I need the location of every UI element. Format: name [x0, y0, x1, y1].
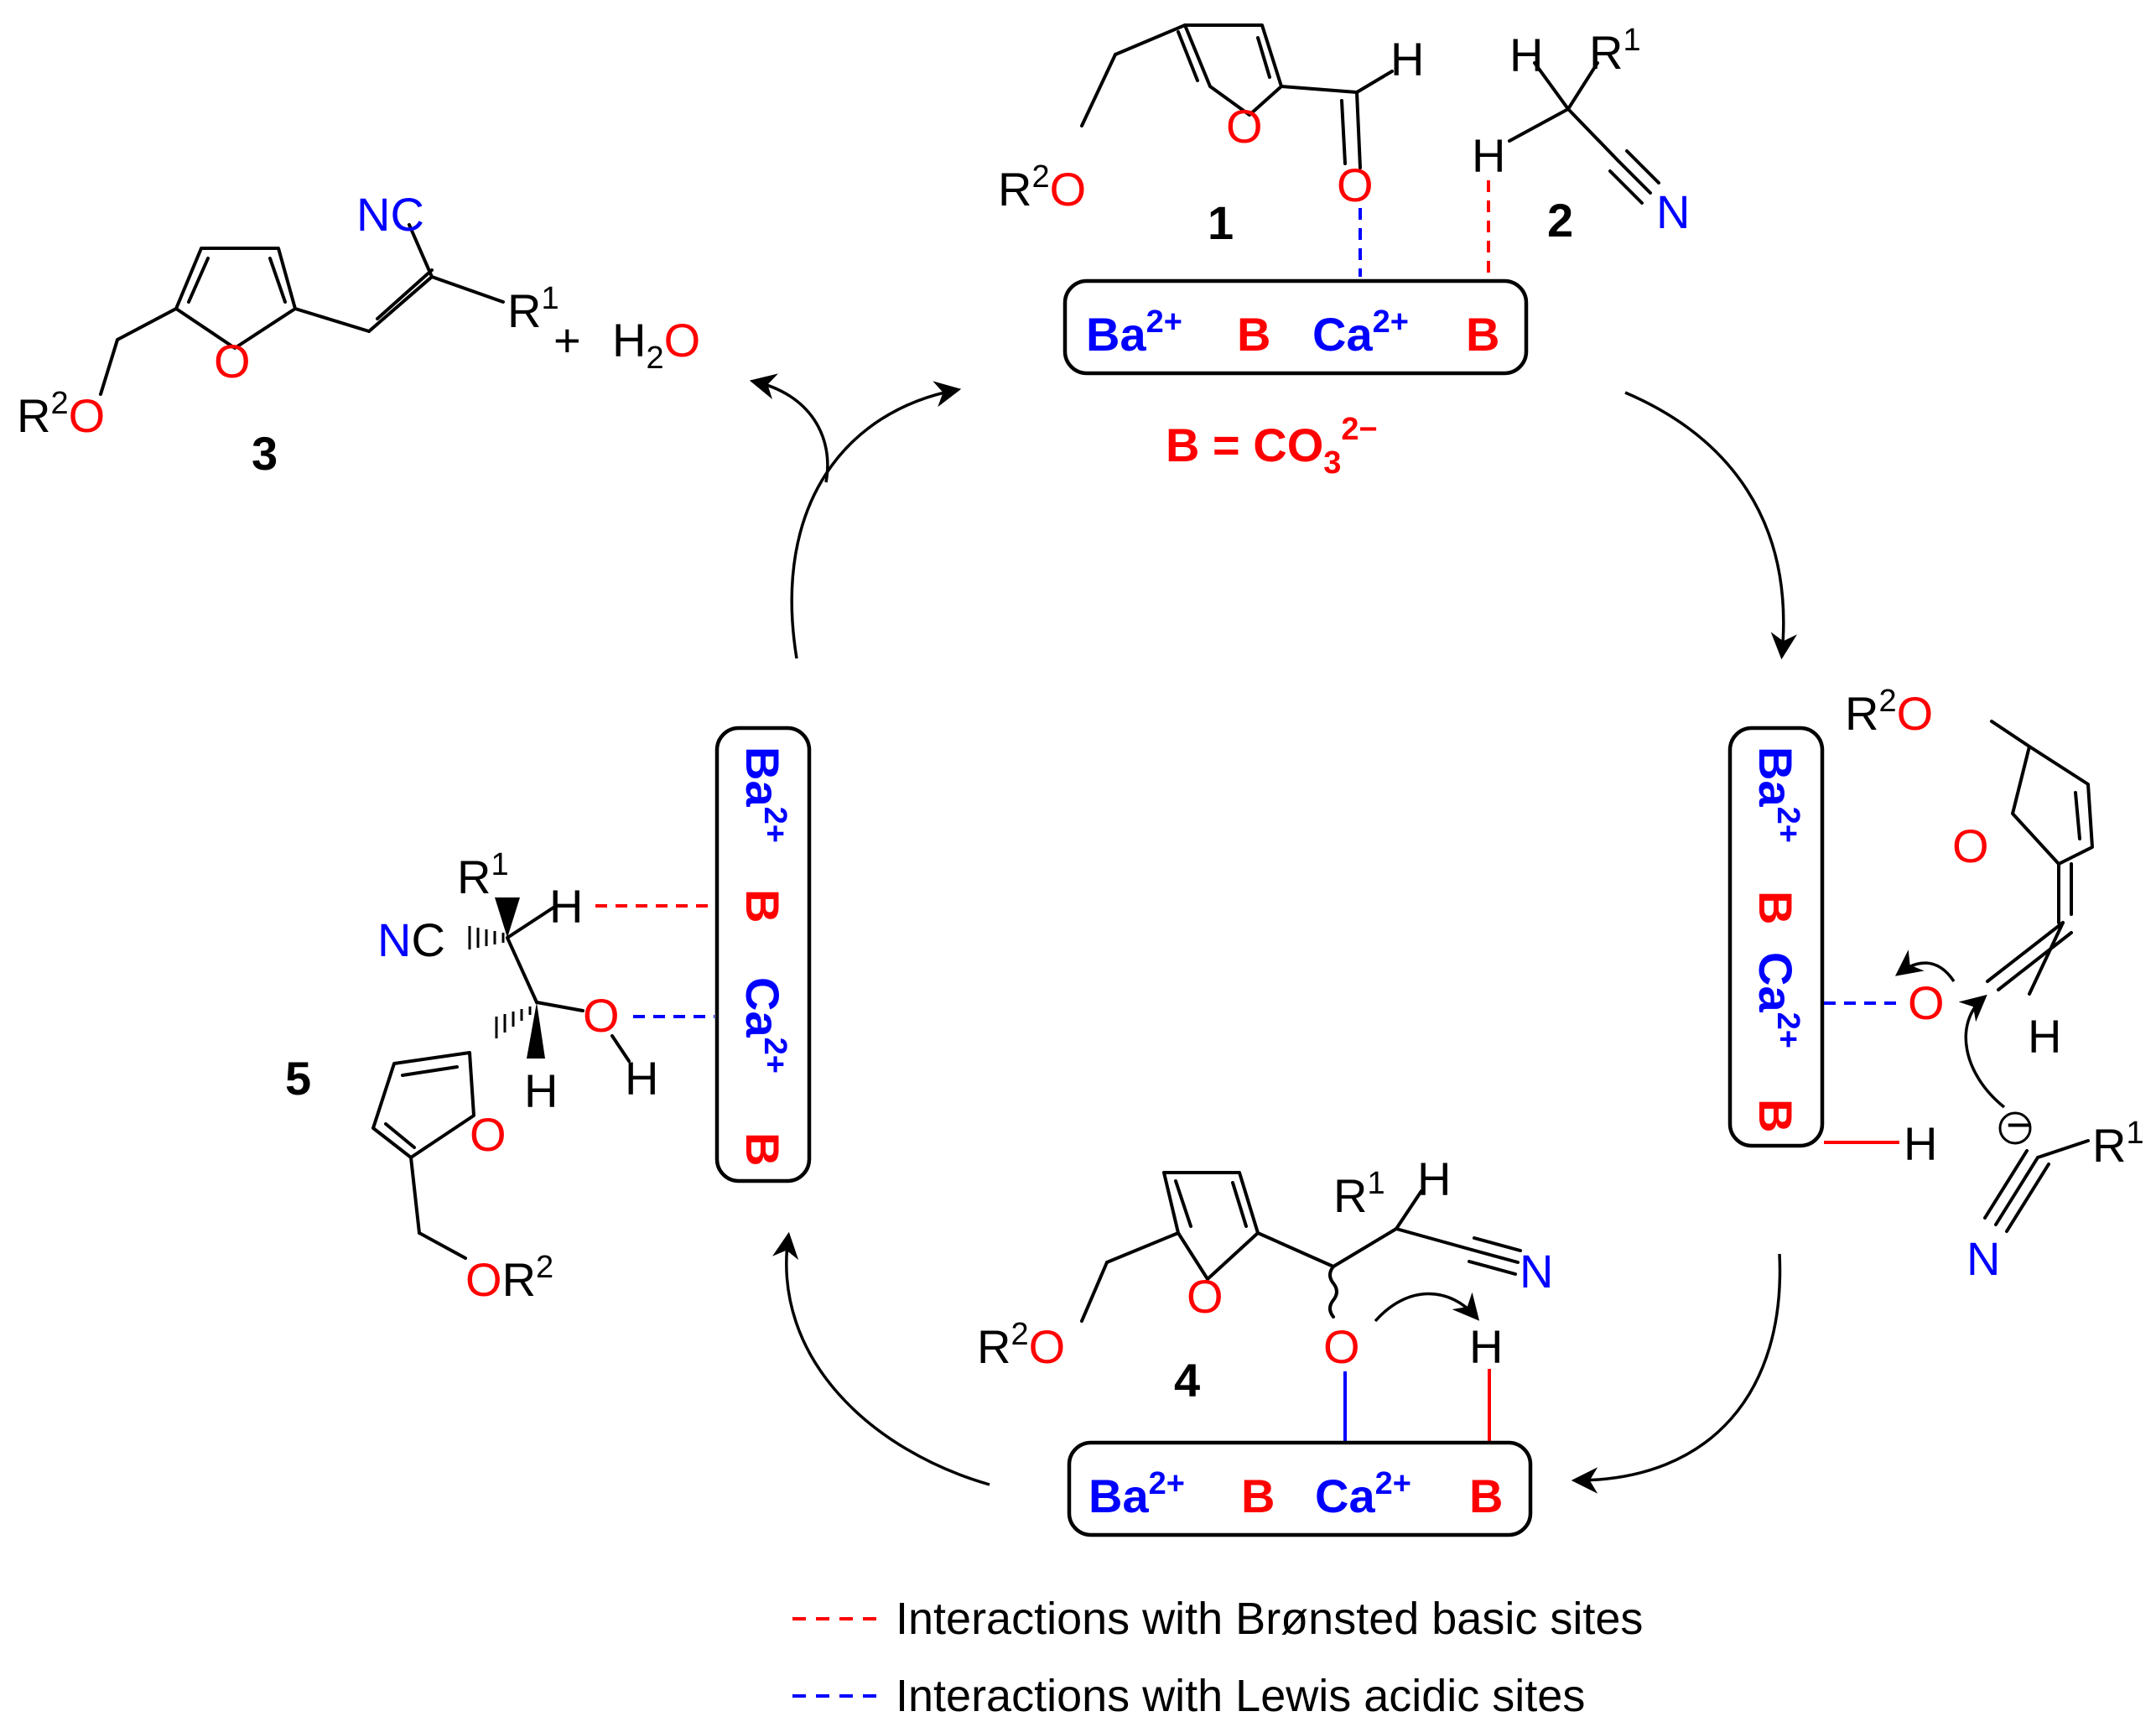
- product-release-arrow: [749, 373, 829, 483]
- methylene-h-top: H: [1509, 29, 1543, 81]
- catalyst-surface-left: [714, 726, 812, 1183]
- acidic-h: H: [1472, 129, 1505, 182]
- base-site-top-1: B: [1237, 308, 1270, 361]
- catalyst-surface-top: [1062, 278, 1529, 376]
- legend-bronsted: Interactions with Brønsted basic sites: [896, 1594, 1643, 1644]
- ba-site-top: Ba2+: [1086, 304, 1182, 361]
- furan-oxygen-4: O: [1187, 1270, 1223, 1323]
- proton-on-base: H: [1904, 1117, 1937, 1170]
- alkoxide-oxygen-4: O: [1323, 1320, 1360, 1373]
- negative-charge-icon: [1998, 1111, 2032, 1145]
- ba-site-left: Ba2+: [736, 746, 792, 843]
- catalyst-surface-right-labels: Ba2+ B Ca2+ B: [1749, 746, 1805, 1132]
- ether-r2o-4: R2O: [977, 1317, 1065, 1373]
- legend-lewis: Interactions with Lewis acidic sites: [896, 1671, 1585, 1721]
- base-site-bottom-1: B: [1241, 1470, 1275, 1522]
- aldehyde-h: H: [1390, 33, 1424, 86]
- carbonyl-oxygen-right: O: [1908, 976, 1945, 1029]
- compound-label-1: 1: [1208, 196, 1234, 249]
- plus-sign: +: [553, 314, 581, 367]
- hydroxyl-oxygen-5: O: [583, 989, 620, 1042]
- furan-oxygen: O: [1226, 100, 1263, 153]
- ca-site-right: Ca2+: [1749, 952, 1805, 1048]
- ether-r2o-3: R2O: [17, 386, 105, 442]
- cycle-arrow-bottom-left: [771, 1231, 990, 1486]
- r1-group-3: R1: [507, 281, 559, 337]
- proton-transfer-arrow: [1374, 1292, 1480, 1323]
- nitrile-nc-5: NC: [377, 913, 445, 966]
- catalyst-surface-left-labels: Ba2+ B Ca2+ B: [736, 746, 792, 1166]
- ca-site-left: Ca2+: [736, 977, 792, 1074]
- nitrile-n: N: [1656, 185, 1690, 238]
- carbanion-structure: [1983, 1139, 2090, 1233]
- negative-charge-sign: −: [2006, 1098, 2034, 1151]
- nitrile-n-right: N: [1966, 1232, 2000, 1285]
- ca-site-bottom: Ca2+: [1315, 1466, 1411, 1522]
- cycle-arrow-bottom-right: [1571, 1253, 1782, 1494]
- compound-label-4: 4: [1174, 1354, 1200, 1407]
- cycle-arrow-top-right: [1624, 391, 1798, 660]
- r1-group-right: R1: [2092, 1116, 2144, 1172]
- r1-group-5: R1: [457, 847, 509, 903]
- catalyst-surface-bottom: [1067, 1440, 1533, 1537]
- compound-1-structure: [1080, 23, 1394, 169]
- nitrile-n-4: N: [1520, 1245, 1553, 1298]
- base-site-top-2: B: [1466, 308, 1499, 361]
- ether-or2-5: OR2: [465, 1250, 553, 1306]
- base-site-right-1: B: [1749, 891, 1802, 924]
- alpha-h-4: H: [1417, 1152, 1451, 1205]
- r1-group-4: R1: [1333, 1166, 1385, 1222]
- furan-oxygen-3: O: [214, 335, 251, 388]
- compound-5-structure: [371, 897, 631, 1260]
- furan-oxygen-5: O: [470, 1108, 507, 1161]
- aldehyde-right-structure: [1986, 720, 2094, 996]
- carbonyl-oxygen: O: [1337, 159, 1374, 211]
- compound-2-structure: [1508, 61, 1660, 205]
- nitrile-nc-3: NC: [356, 188, 424, 241]
- compound-label-3: 3: [252, 427, 278, 480]
- compound-3-structure: [99, 223, 505, 396]
- aldehyde-h-right: H: [2028, 1010, 2061, 1063]
- base-site-right-2: B: [1749, 1099, 1802, 1132]
- nucleophilic-attack-arrow: [1958, 994, 2006, 1109]
- base-site-left-2: B: [736, 1132, 789, 1166]
- hydroxyl-h-5: H: [625, 1052, 658, 1105]
- compound-label-5: 5: [285, 1052, 311, 1105]
- ba-site-bottom: Ba2+: [1088, 1466, 1185, 1522]
- compound-label-2: 2: [1547, 194, 1573, 247]
- cycle-arrow-top-left: [790, 381, 962, 659]
- base-site-bottom-2: B: [1469, 1470, 1503, 1522]
- ba-site-right: Ba2+: [1749, 746, 1805, 843]
- proton-h-4: H: [1469, 1320, 1503, 1373]
- carbinol-h-5: H: [524, 1064, 558, 1117]
- ether-r2o: R2O: [998, 159, 1086, 216]
- r1-group: R1: [1589, 23, 1641, 79]
- compound-4-structure: [1080, 1171, 1522, 1323]
- base-definition: B = CO32−: [1166, 412, 1378, 481]
- water: H2O: [612, 314, 700, 376]
- furan-oxygen-right: O: [1952, 819, 1989, 872]
- catalyst-surface-right: [1727, 726, 1825, 1148]
- electron-push-arrow: [1894, 949, 1956, 982]
- ether-r2o-right: R2O: [1845, 684, 1933, 740]
- ca-site-top: Ca2+: [1312, 304, 1409, 361]
- alpha-h-5: H: [549, 880, 583, 933]
- base-site-left-1: B: [736, 889, 789, 923]
